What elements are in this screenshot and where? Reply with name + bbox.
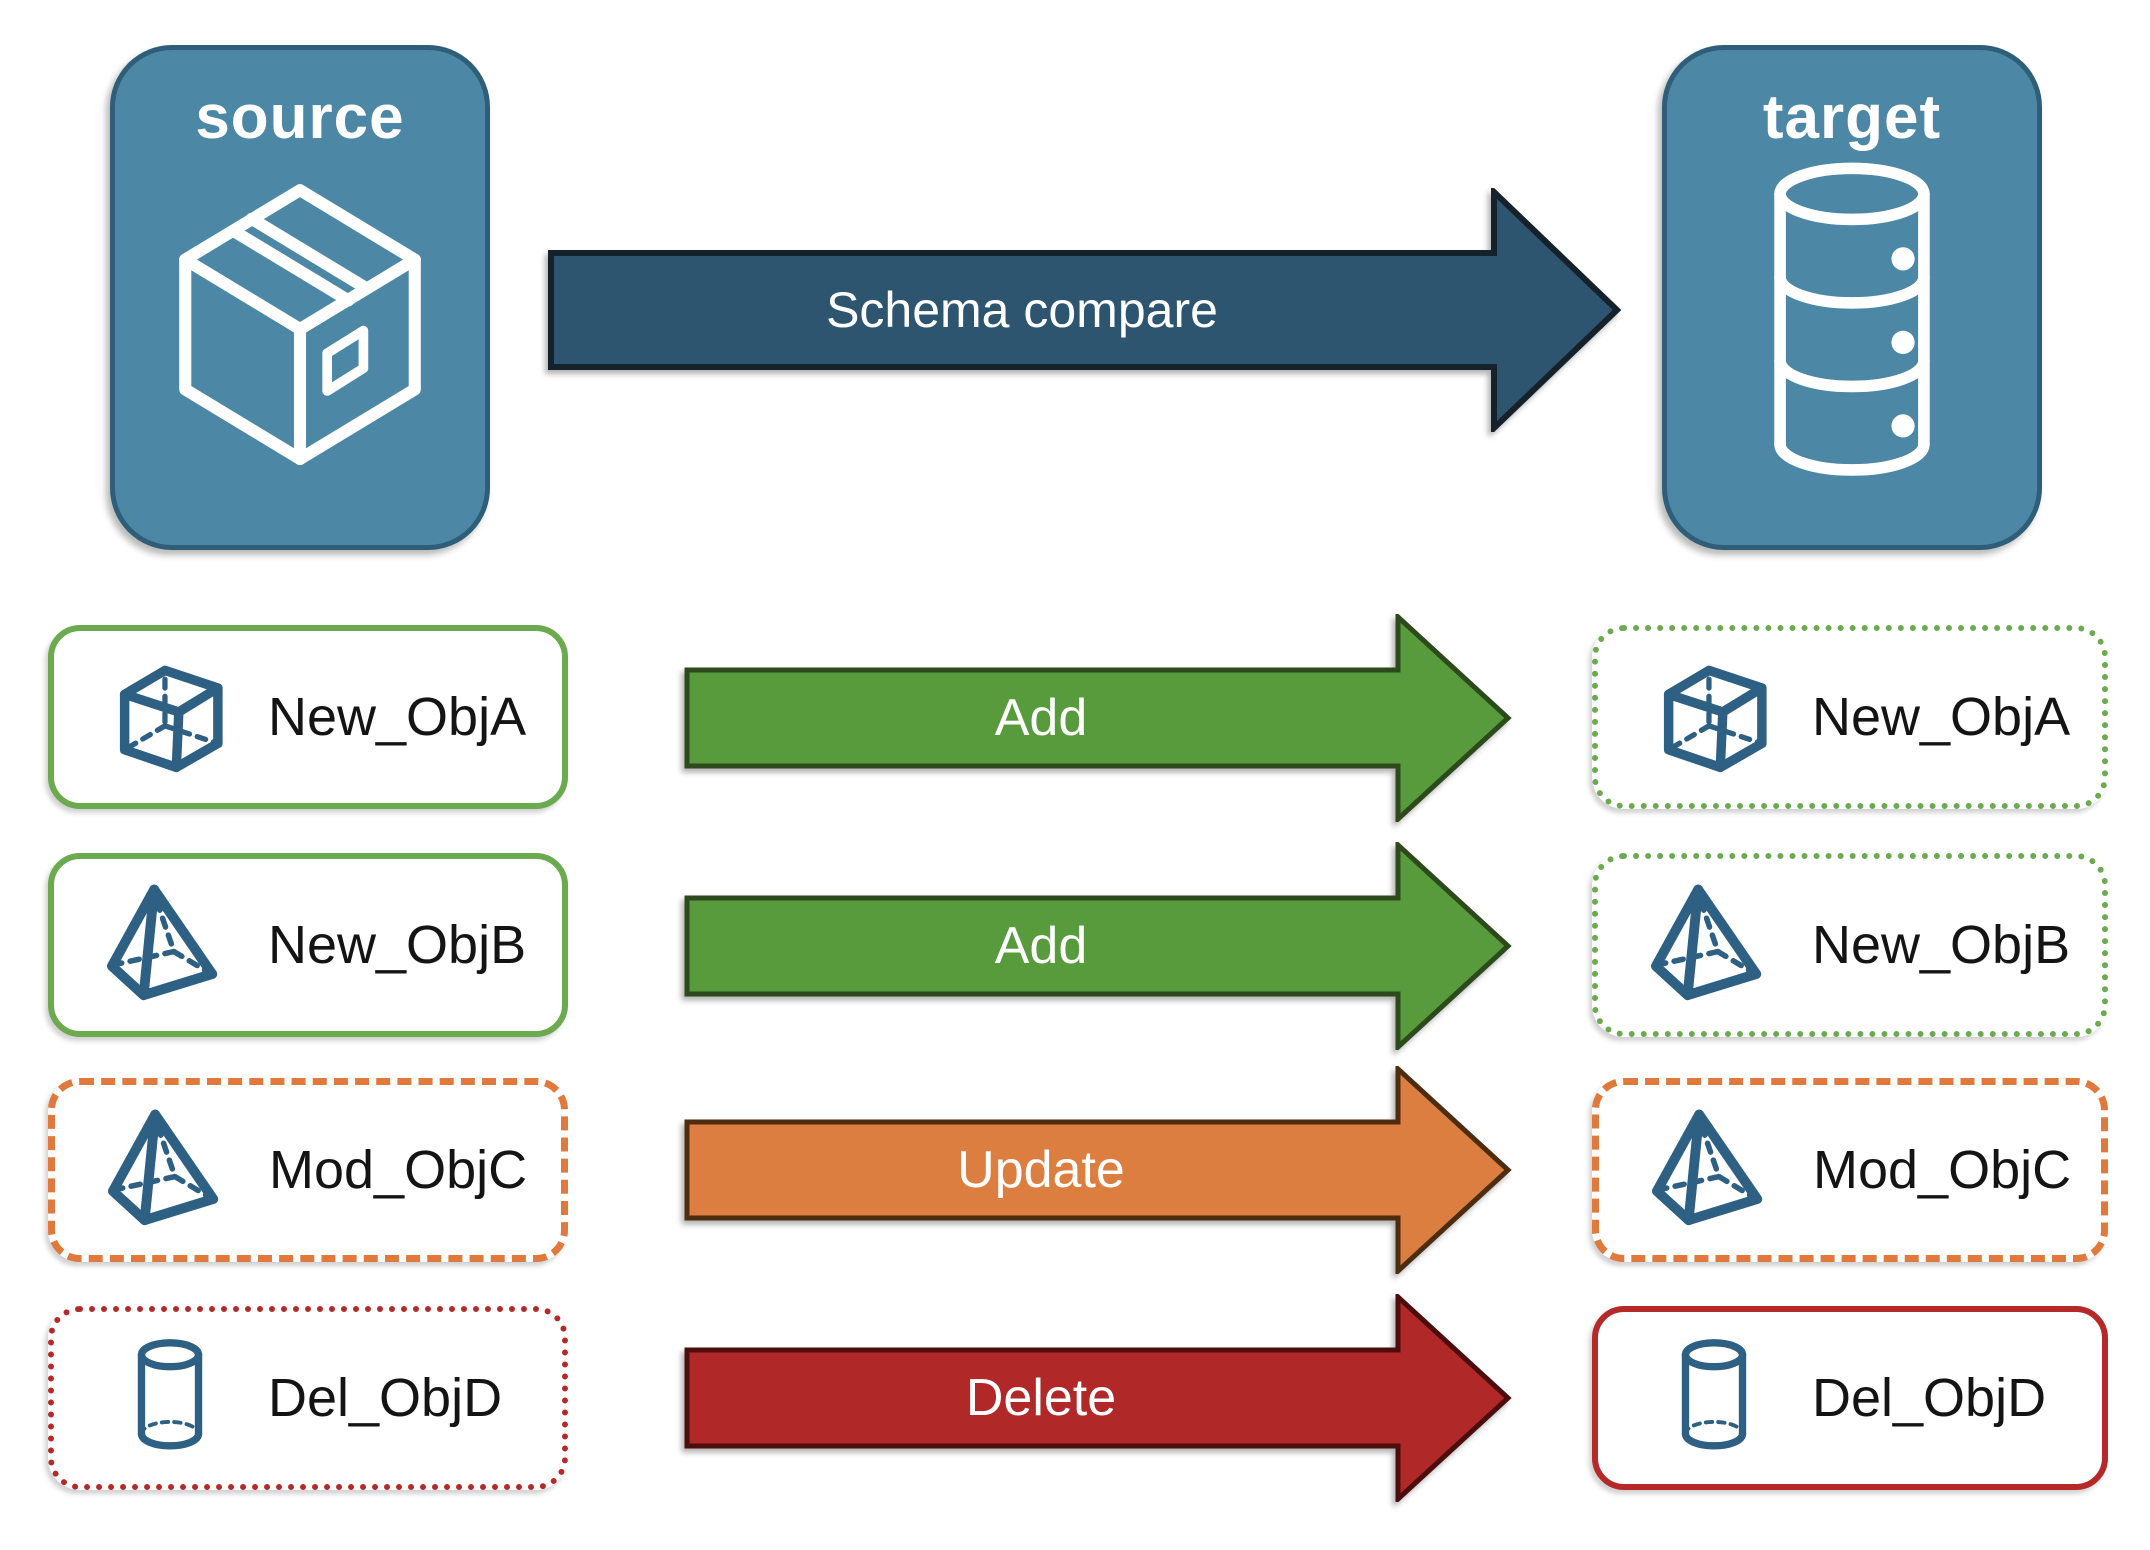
object-label: Mod_ObjC [269, 1140, 528, 1200]
add-arrow-row1: Add [684, 614, 1512, 822]
add-arrow-shape [684, 842, 1512, 1050]
source-card-title: source [195, 83, 405, 152]
package-box-icon [179, 184, 421, 465]
add-arrow-shape [684, 614, 1512, 822]
schema-compare-arrow-label: Schema compare [826, 282, 1218, 338]
database-icon [1774, 162, 1930, 476]
target-object-new-obja: New_ObjA [1592, 625, 2108, 809]
schema-compare-arrow: Schema compare [548, 188, 1622, 432]
target-object-del-objd: Del_ObjD [1592, 1306, 2108, 1490]
object-label: Del_ObjD [268, 1368, 503, 1428]
source-object-mod-objc: Mod_ObjC [48, 1078, 568, 1262]
delete-arrow-label: Delete [965, 1369, 1117, 1427]
cube-icon [119, 665, 223, 773]
source-object-new-obja: New_ObjA [48, 625, 568, 809]
schema-compare-arrow-shape [548, 188, 1622, 432]
pyramid-icon [1651, 1109, 1763, 1226]
object-label: New_ObjA [1812, 687, 2071, 747]
object-label: New_ObjA [268, 687, 527, 747]
target-card-title: target [1762, 83, 1942, 152]
cube-icon [1663, 665, 1767, 773]
pyramid-icon [1650, 884, 1762, 1001]
target-card: target [1662, 45, 2042, 550]
add-arrow-label: Add [994, 689, 1088, 747]
object-label: New_ObjB [1812, 915, 2071, 975]
delete-arrow-shape [684, 1294, 1512, 1502]
pyramid-icon [106, 884, 218, 1001]
add-arrow-label: Add [994, 917, 1088, 975]
update-arrow: Update [684, 1066, 1512, 1274]
target-object-new-objb: New_ObjB [1592, 853, 2108, 1037]
update-arrow-label: Update [957, 1141, 1125, 1199]
object-label: Mod_ObjC [1813, 1140, 2072, 1200]
pyramid-icon [107, 1109, 219, 1226]
target-object-mod-objc: Mod_ObjC [1592, 1078, 2108, 1262]
add-arrow-row2: Add [684, 842, 1512, 1050]
source-object-new-objb: New_ObjB [48, 853, 568, 1037]
object-label: Del_ObjD [1812, 1368, 2047, 1428]
source-card: source [110, 45, 490, 550]
delete-arrow: Delete [684, 1294, 1512, 1502]
cylinder-icon [137, 1339, 203, 1450]
cylinder-icon [1681, 1339, 1747, 1450]
object-label: New_ObjB [268, 915, 527, 975]
update-arrow-shape [684, 1066, 1512, 1274]
source-object-del-objd: Del_ObjD [48, 1306, 568, 1490]
